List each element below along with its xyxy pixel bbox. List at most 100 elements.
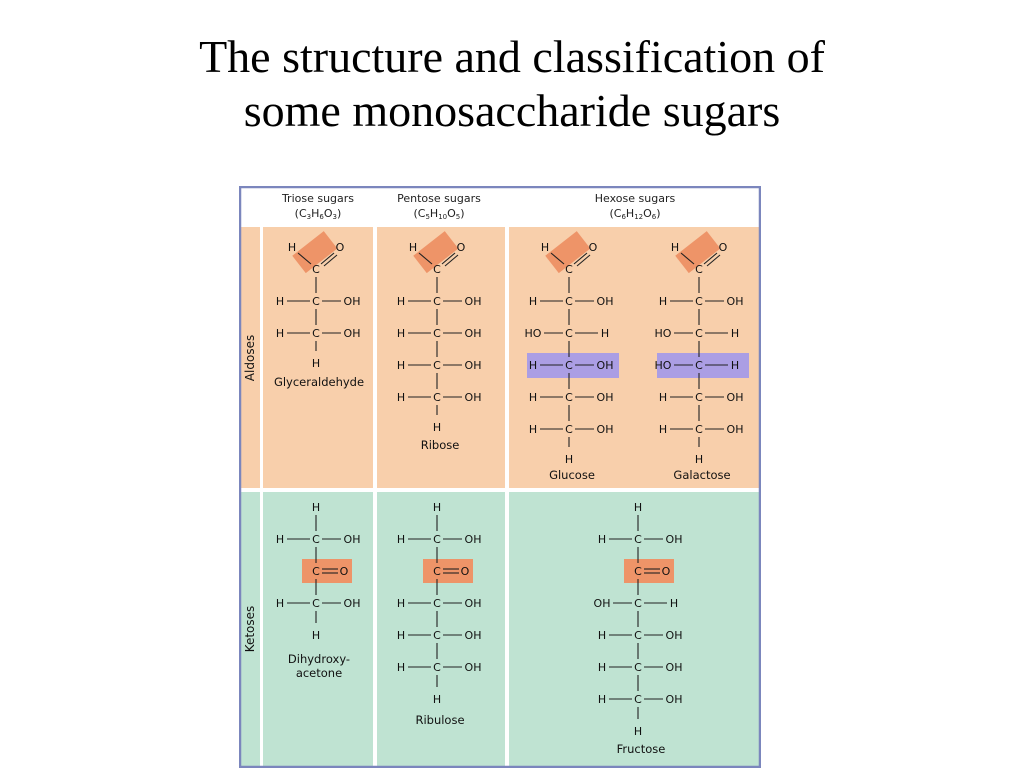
monosaccharide-structure-figure: Triose sugars(C3H6O3)Pentose sugars(C5H1… — [239, 186, 761, 768]
sugar-name: acetone — [296, 666, 342, 680]
galactose-row-left: H — [659, 391, 667, 404]
ribulose-keto-oxygen: O — [461, 565, 470, 578]
ribulose-top-h: H — [433, 501, 441, 514]
glyceraldehyde-aldehyde-o: O — [336, 241, 345, 254]
sugar-name: Glyceraldehyde — [274, 375, 364, 389]
sugar-name: Galactose — [673, 468, 730, 482]
column-header-formula: (C6H12O6) — [609, 207, 660, 221]
ribulose-row-carbon: C — [433, 629, 441, 642]
galactose-aldehyde-o: O — [719, 241, 728, 254]
formula-part: O — [324, 207, 333, 220]
ribose-row-right: OH — [465, 295, 482, 308]
ribose-c1: C — [433, 263, 441, 276]
sugar-name: Glucose — [549, 468, 595, 482]
dihydroxyacetone-row-right: OH — [344, 597, 361, 610]
galactose-row-carbon: C — [695, 327, 703, 340]
glucose-row-right: OH — [597, 295, 614, 308]
dihydroxyacetone-carbonyl-highlight — [302, 559, 352, 583]
fructose-row-right: OH — [666, 533, 683, 546]
fructose-row-carbon: C — [634, 597, 642, 610]
glucose-row-right: OH — [597, 423, 614, 436]
galactose-h-bond — [680, 252, 695, 265]
formula-part: H — [626, 207, 634, 220]
ribose-o-bond-1 — [441, 252, 456, 265]
formula-part: O — [643, 207, 652, 220]
glucose-row-carbon: C — [565, 295, 573, 308]
ribulose-row-left: H — [397, 629, 405, 642]
glyceraldehyde-aldehyde-h: H — [288, 241, 296, 254]
ribose-aldehyde-h: H — [409, 241, 417, 254]
glyceraldehyde-c1: C — [312, 263, 320, 276]
glucose-aldehyde-o: O — [589, 241, 598, 254]
ribulose-row-right: OH — [465, 629, 482, 642]
galactose-row-carbon: C — [695, 295, 703, 308]
ribose-row-right: OH — [465, 327, 482, 340]
glucose-row-left: H — [529, 359, 537, 372]
galactose-row-right: H — [731, 327, 739, 340]
galactose-row-right: OH — [727, 295, 744, 308]
ribulose-row-left: H — [397, 597, 405, 610]
galactose-row-left: H — [659, 423, 667, 436]
galactose-o-bond-2 — [706, 254, 721, 267]
ribulose-row-right: OH — [465, 533, 482, 546]
glucose-row-carbon: C — [565, 327, 573, 340]
ribose-row-left: H — [397, 391, 405, 404]
ribulose-row-carbon: C — [433, 533, 441, 546]
ribose-o-bond-2 — [444, 254, 459, 267]
glyceraldehyde-carbonyl-highlight — [292, 231, 338, 274]
ribose-row-carbon: C — [433, 295, 441, 308]
fructose-row-right: OH — [666, 661, 683, 674]
glyceraldehyde-terminal-h: H — [312, 357, 320, 370]
glucose-h-bond — [550, 252, 565, 265]
glucose-terminal-h: H — [565, 453, 573, 466]
fructose-row-left: OH — [594, 597, 611, 610]
formula-part: H — [430, 207, 438, 220]
column-header-label: Hexose sugars — [595, 192, 676, 205]
dihydroxyacetone-top-h: H — [312, 501, 320, 514]
fructose-top-h: H — [634, 501, 642, 514]
glucose-carbonyl-highlight — [545, 231, 591, 274]
fructose-row-carbon: C — [634, 533, 642, 546]
ribose-row-carbon: C — [433, 391, 441, 404]
galactose-hydroxyl-highlight — [657, 353, 749, 378]
dihydroxyacetone-terminal-h: H — [312, 629, 320, 642]
galactose-row-carbon: C — [695, 423, 703, 436]
column-header-formula: (C3H6O3) — [295, 207, 342, 221]
slide-title: The structure and classification of some… — [0, 30, 1024, 138]
fructose-row-left: H — [598, 629, 606, 642]
formula-part: H — [311, 207, 319, 220]
galactose-row-carbon: C — [695, 359, 703, 372]
column-divider-1 — [373, 227, 377, 767]
glucose-row-left: H — [529, 391, 537, 404]
formula-part: ) — [656, 207, 660, 220]
glyceraldehyde-o-bond-2 — [323, 254, 338, 267]
formula-part: 5 — [456, 213, 460, 221]
sugar-name: Ribulose — [415, 713, 464, 727]
galactose-row-right: OH — [727, 423, 744, 436]
ketose-band — [240, 490, 760, 767]
ribose-row-carbon: C — [433, 359, 441, 372]
fructose-carbonyl-highlight — [624, 559, 674, 583]
column-divider-2 — [505, 227, 509, 767]
glucose-row-carbon: C — [565, 423, 573, 436]
dihydroxyacetone-keto-oxygen: O — [340, 565, 349, 578]
column-header-label: Pentose sugars — [397, 192, 481, 205]
formula-part: (C — [609, 207, 621, 220]
dihydroxyacetone-row-carbon: C — [312, 533, 320, 546]
glyceraldehyde-row-left: H — [276, 327, 284, 340]
dihydroxyacetone-keto-carbon: C — [312, 565, 320, 578]
glucose-row-left: H — [529, 423, 537, 436]
figure-background — [239, 186, 761, 768]
row-divider — [240, 488, 760, 492]
galactose-row-left: HO — [655, 327, 672, 340]
figure-frame — [239, 186, 761, 768]
ribose-h-bond — [418, 252, 433, 265]
glucose-c1: C — [565, 263, 573, 276]
dihydroxyacetone-row-left: H — [276, 597, 284, 610]
fructose-row-left: H — [598, 693, 606, 706]
formula-part: 6 — [621, 213, 626, 221]
ribulose-row-left: H — [397, 661, 405, 674]
galactose-row-left: H — [659, 295, 667, 308]
fructose-row-left: H — [598, 661, 606, 674]
formula-part: O — [447, 207, 456, 220]
